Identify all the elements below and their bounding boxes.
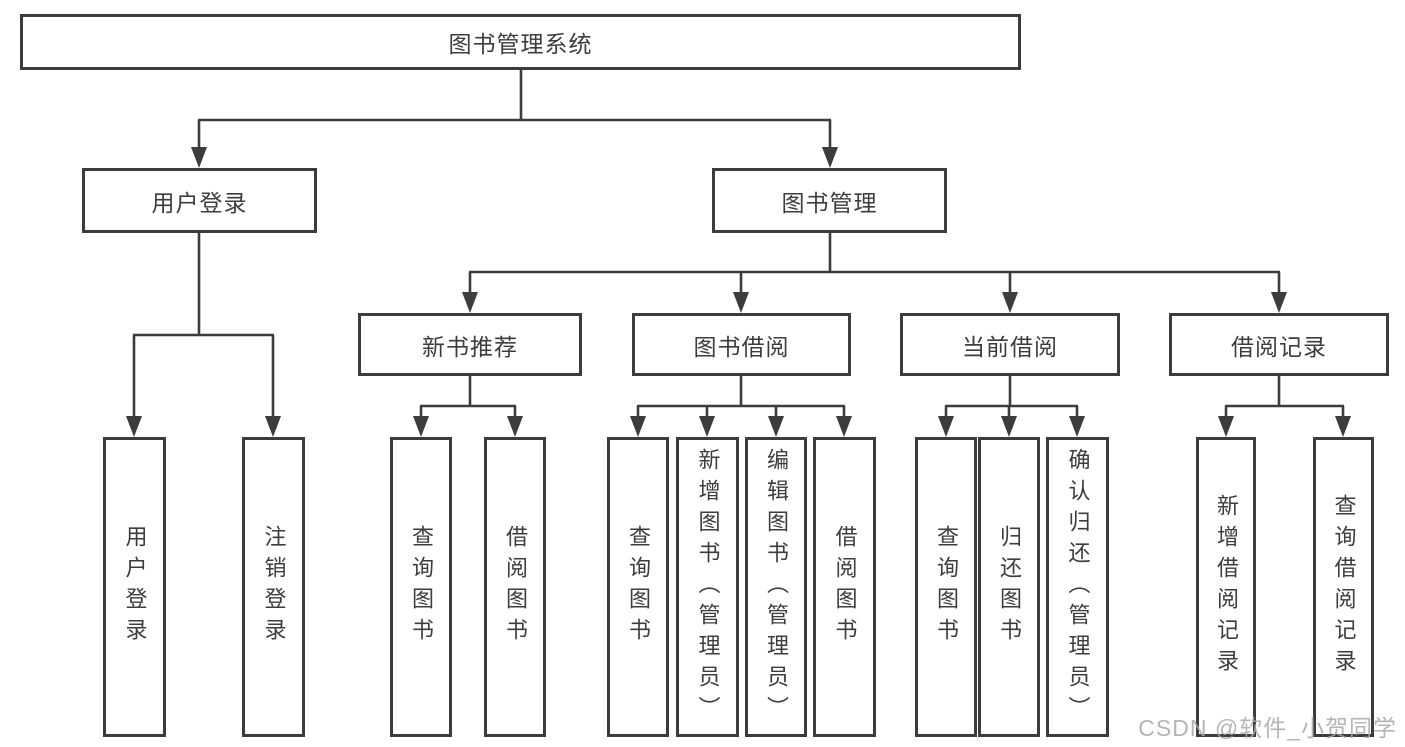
- leaf-return-books: 归还图书: [978, 437, 1040, 737]
- leaf-borrow-books-recommend: 借阅图书: [484, 437, 546, 737]
- leaf-query-books-current: 查询图书: [915, 437, 977, 737]
- leaf-logout: 注销登录: [242, 437, 305, 737]
- node-user-login: 用户登录: [82, 168, 317, 233]
- node-library-management-system: 图书管理系统: [20, 14, 1021, 70]
- leaf-query-borrow-record: 查询借阅记录: [1313, 437, 1374, 737]
- node-borrowing-records: 借阅记录: [1169, 313, 1389, 376]
- leaf-borrow-books: 借阅图书: [813, 437, 876, 737]
- node-book-management: 图书管理: [712, 168, 947, 233]
- leaf-query-books-recommend: 查询图书: [390, 437, 452, 737]
- node-current-borrowing: 当前借阅: [900, 313, 1120, 376]
- leaf-edit-books-admin: 编辑图书（管理员）: [745, 437, 807, 737]
- leaf-confirm-return-admin: 确认归还（管理员）: [1046, 437, 1109, 737]
- leaf-user-login: 用户登录: [103, 437, 166, 737]
- leaf-add-borrow-record: 新增借阅记录: [1196, 437, 1256, 737]
- node-new-book-recommendation: 新书推荐: [358, 313, 582, 376]
- leaf-query-books-borrow: 查询图书: [607, 437, 669, 737]
- node-book-borrowing: 图书借阅: [632, 313, 851, 376]
- leaf-add-books-admin: 新增图书（管理员）: [676, 437, 739, 737]
- csdn-watermark: CSDN @软件_小贺同学: [1138, 715, 1397, 741]
